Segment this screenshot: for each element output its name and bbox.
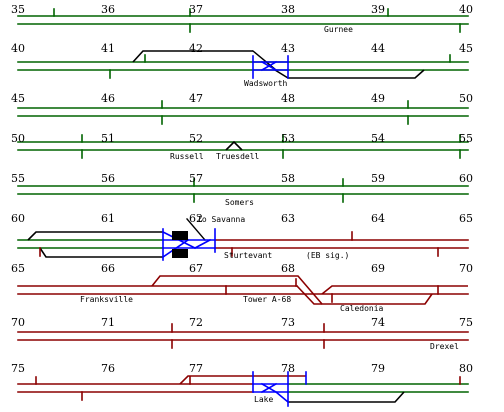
milepost-label: 72 bbox=[189, 316, 203, 329]
passing-siding bbox=[27, 231, 163, 241]
passing-siding bbox=[288, 391, 405, 403]
milepost-label: 64 bbox=[371, 212, 385, 225]
milepost-label: 51 bbox=[101, 132, 115, 145]
milepost-label: 69 bbox=[371, 262, 385, 275]
station-label-franksville: Franksville bbox=[80, 295, 133, 304]
milepost-label: 61 bbox=[101, 212, 115, 225]
station-label-caledonia: Caledonia bbox=[340, 304, 384, 313]
milepost-label: 63 bbox=[281, 212, 295, 225]
milepost-label: 74 bbox=[371, 316, 385, 329]
milepost-label: 71 bbox=[101, 316, 115, 329]
crossover bbox=[252, 50, 277, 71]
milepost-label: 56 bbox=[101, 172, 115, 185]
milepost-label: 59 bbox=[371, 172, 385, 185]
station-label-eb-sig: (EB sig.) bbox=[306, 251, 349, 260]
milepost-label: 35 bbox=[11, 3, 25, 16]
milepost-label: 55 bbox=[459, 132, 473, 145]
milepost-label: 73 bbox=[281, 316, 295, 329]
station-label-tower-a68: Tower A-68 bbox=[243, 295, 291, 304]
milepost-label: 36 bbox=[101, 3, 115, 16]
milepost-label: 80 bbox=[459, 362, 473, 375]
milepost-label: 49 bbox=[371, 92, 385, 105]
milepost-label: 44 bbox=[371, 42, 385, 55]
milepost-label: 65 bbox=[11, 262, 25, 275]
interlocking-crossover bbox=[193, 238, 212, 250]
milepost-label: 41 bbox=[101, 42, 115, 55]
milepost-label: 46 bbox=[101, 92, 115, 105]
interlocking-crossover bbox=[161, 238, 190, 259]
milepost-label: 50 bbox=[459, 92, 473, 105]
station-label-sturtevant: Sturtevant bbox=[224, 251, 272, 260]
station-label-wadsworth: Wadsworth bbox=[244, 79, 288, 88]
station-label-somers: Somers bbox=[225, 198, 254, 207]
milepost-label: 54 bbox=[371, 132, 385, 145]
milepost-label: 77 bbox=[189, 362, 203, 375]
diamond-crossing bbox=[172, 231, 188, 240]
milepost-label: 76 bbox=[101, 362, 115, 375]
milepost-label: 45 bbox=[11, 92, 25, 105]
branch-to-savanna bbox=[186, 218, 206, 241]
milepost-label: 68 bbox=[281, 262, 295, 275]
milepost-label: 55 bbox=[11, 172, 25, 185]
passing-siding bbox=[274, 69, 425, 79]
station-labels-layer: Gurnee Wadsworth Russell Truesdell Somer… bbox=[80, 25, 459, 404]
milepost-label: 60 bbox=[11, 212, 25, 225]
passing-siding bbox=[132, 50, 253, 63]
milepost-label: 75 bbox=[459, 316, 473, 329]
milepost-label: 53 bbox=[281, 132, 295, 145]
milepost-label: 78 bbox=[281, 362, 295, 375]
interlocking-crossover bbox=[274, 390, 290, 404]
milepost-label: 42 bbox=[189, 42, 203, 55]
main-track bbox=[321, 285, 468, 295]
milepost-label: 40 bbox=[11, 42, 25, 55]
milepost-label: 50 bbox=[11, 132, 25, 145]
passing-siding bbox=[179, 375, 306, 385]
milepost-label: 75 bbox=[11, 362, 25, 375]
marks-layer bbox=[35, 8, 461, 401]
crossover bbox=[296, 285, 322, 305]
milepost-labels-layer: 35 36 37 38 39 40 40 41 42 43 44 45 45 46 47 48 49 50 50 51… bbox=[11, 3, 473, 375]
milepost-label: 37 bbox=[189, 3, 203, 16]
milepost-label: 60 bbox=[459, 172, 473, 185]
tracks-layer bbox=[17, 15, 469, 407]
milepost-label: 39 bbox=[371, 3, 385, 16]
milepost-label: 62 bbox=[189, 212, 203, 225]
diamond-crossing bbox=[172, 249, 188, 258]
passing-siding bbox=[39, 247, 163, 258]
milepost-label: 58 bbox=[281, 172, 295, 185]
station-label-truesdell: Truesdell bbox=[216, 152, 260, 161]
milepost-label: 57 bbox=[189, 172, 203, 185]
milepost-label: 47 bbox=[189, 92, 203, 105]
station-label-russell: Russell bbox=[170, 152, 204, 161]
station-label-lake: Lake bbox=[254, 395, 273, 404]
milepost-label: 45 bbox=[459, 42, 473, 55]
station-label-to-savanna: To Savanna bbox=[197, 215, 245, 224]
milepost-label: 48 bbox=[281, 92, 295, 105]
milepost-label: 65 bbox=[459, 212, 473, 225]
turnout bbox=[225, 140, 243, 151]
milepost-label: 52 bbox=[189, 132, 203, 145]
milepost-label: 43 bbox=[281, 42, 295, 55]
milepost-label: 67 bbox=[189, 262, 203, 275]
interlocking-crossover bbox=[260, 382, 278, 394]
milepost-label: 40 bbox=[459, 3, 473, 16]
milepost-label: 70 bbox=[11, 316, 25, 329]
station-label-gurnee: Gurnee bbox=[324, 25, 353, 34]
station-label-drexel: Drexel bbox=[430, 342, 459, 351]
milepost-label: 38 bbox=[281, 3, 295, 16]
passing-siding bbox=[151, 275, 433, 305]
milepost-label: 70 bbox=[459, 262, 473, 275]
milepost-label: 79 bbox=[371, 362, 385, 375]
milepost-label: 66 bbox=[101, 262, 115, 275]
interlocking-crossover bbox=[260, 60, 278, 72]
